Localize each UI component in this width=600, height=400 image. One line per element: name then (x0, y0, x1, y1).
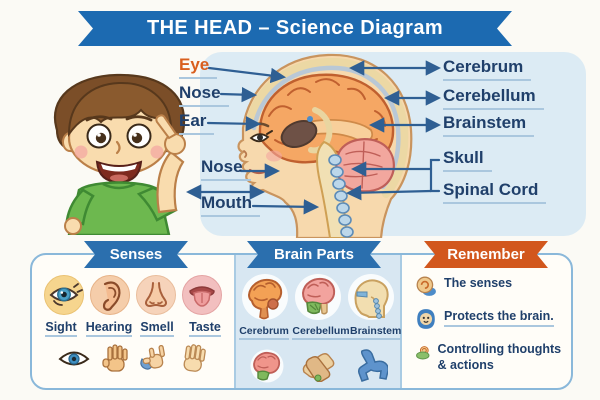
face-shield-icon (417, 309, 435, 329)
sense-label-hearing: Hearing (85, 320, 133, 337)
boy-blush (74, 145, 88, 159)
senses-panel: Sight Hearing Smell Taste (32, 255, 234, 388)
brain-label-cerebellum: Cerebellum (292, 325, 350, 340)
remember-item-controlling: Controlling thoughts & actions (415, 341, 567, 374)
eye-icon (44, 275, 84, 315)
nose-icon (136, 275, 176, 315)
remember-item-senses: The senses (415, 275, 567, 297)
brain-icon (250, 349, 284, 383)
boy-nose (115, 140, 121, 155)
nose-arrow-upper (219, 86, 258, 103)
boy-right-forearm (156, 150, 185, 214)
label-cerebellum: Cerebellum (443, 86, 544, 110)
label-nose-lower: Nose (201, 157, 251, 181)
sense-label-smell: Smell (133, 320, 181, 337)
cerebellum-icon (295, 274, 341, 320)
brain-parts-panel: Cerebrum Cerebellum Brainstem (234, 255, 402, 388)
label-ear: Ear (179, 111, 215, 135)
remember-panel: The senses Protects the brain. (402, 255, 571, 388)
ear-canal-dot (307, 116, 313, 122)
eye-outline-icon (58, 351, 90, 366)
label-brainstem: Brainstem (443, 113, 535, 137)
eye-arrow (207, 66, 287, 84)
brain-parts-ribbon: Brain Parts (247, 241, 381, 268)
ear-arrow (206, 116, 262, 132)
skull-membrane (251, 65, 401, 190)
label-cerebrum: Cerebrum (443, 57, 532, 81)
page-title: THE HEAD – Science Diagram (146, 17, 444, 39)
sense-label-taste: Taste (181, 320, 229, 337)
boy-illustration (54, 73, 186, 235)
title-banner: THE HEAD – Science Diagram (78, 11, 512, 46)
skull-bracket (429, 158, 441, 193)
mouth-arrow (251, 199, 320, 215)
brainstem-profile-icon (348, 274, 394, 320)
boy-pointing-finger (155, 114, 178, 140)
senses-swirl-icon (416, 276, 436, 296)
senses-ribbon: Senses (84, 241, 188, 268)
label-spinal-cord: Spinal Cord (443, 180, 547, 204)
boy-blush (150, 145, 164, 159)
label-mouth: Mouth (201, 193, 260, 217)
brain-parts-title: Brain Parts (273, 246, 355, 263)
boy-mouth (95, 160, 143, 184)
walking-legs-icon (358, 349, 388, 382)
hand-four-fingers-icon (102, 344, 128, 372)
brain-control-icon (416, 346, 430, 360)
remember-item-protects: Protects the brain. (415, 308, 567, 330)
hand-shaka-icon (140, 345, 165, 370)
spinal-cord-arrow (345, 185, 433, 201)
senses-title: Senses (109, 246, 163, 263)
head-anatomy-illustration (237, 53, 413, 238)
ear-icon (90, 275, 130, 315)
boy-eyes (85, 115, 153, 149)
brain-label-cerebrum: Cerebrum (236, 325, 292, 340)
boy-left-arm (65, 188, 95, 226)
tongue-icon (182, 275, 222, 315)
remember-ribbon: Remember (424, 241, 548, 268)
brain-label-brainstem: Brainstem (350, 325, 402, 340)
hand-open-icon (183, 344, 206, 372)
label-nose-upper: Nose (179, 83, 229, 107)
label-eye: Eye (179, 55, 218, 79)
inner-ear-shape (280, 119, 318, 149)
info-card: Sight Hearing Smell Taste (30, 253, 573, 390)
hands-together-icon (302, 353, 335, 382)
sense-label-sight: Sight (37, 320, 85, 337)
boy-collar (102, 182, 136, 190)
label-skull: Skull (443, 148, 492, 172)
boy-left-hand (64, 217, 82, 235)
cerebrum-icon (242, 274, 288, 320)
remember-title: Remember (447, 246, 525, 263)
